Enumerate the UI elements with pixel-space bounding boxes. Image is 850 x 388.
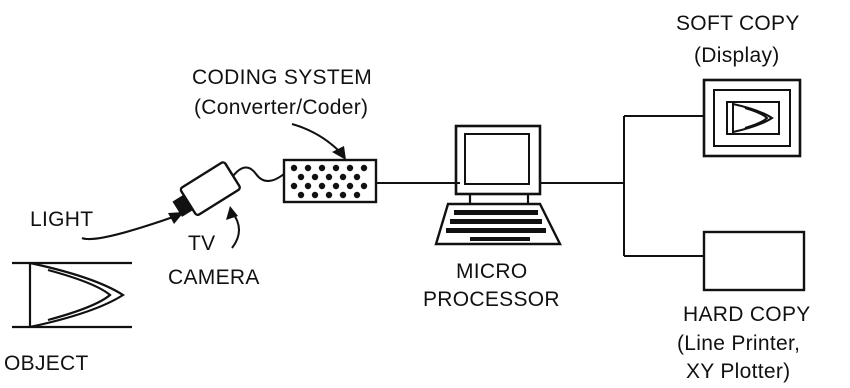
object-figure [12, 261, 132, 329]
soft-copy-sublabel: (Display) [694, 44, 780, 67]
coding-system-sublabel: (Converter/Coder) [194, 96, 368, 119]
processor-label: PROCESSOR [423, 288, 560, 311]
micro-label: MICRO [456, 260, 528, 283]
coding-pointer-head [332, 146, 346, 160]
coding-pointer [291, 123, 341, 153]
printer-box [702, 230, 806, 292]
display-icon [702, 78, 802, 158]
object-label: OBJECT [4, 352, 89, 375]
camera-pointer-head [226, 206, 238, 220]
camera-cable [232, 166, 285, 182]
hard-copy-label: HARD COPY [683, 303, 811, 326]
microprocessor-icon [434, 124, 562, 246]
coding-system-label: CODING SYSTEM [192, 66, 372, 89]
camera-label: CAMERA [168, 266, 260, 289]
hard-copy-sublabel-2: XY Plotter) [686, 360, 790, 383]
tv-camera-icon [172, 161, 241, 217]
light-arrow-head [168, 212, 184, 224]
output-connections [540, 115, 704, 257]
tv-label: TV [188, 232, 215, 255]
hard-copy-sublabel-1: (Line Printer, [677, 332, 800, 355]
light-arrow [81, 214, 177, 241]
coder-box [282, 158, 378, 204]
soft-copy-label: SOFT COPY [676, 12, 800, 35]
light-label: LIGHT [30, 208, 93, 231]
